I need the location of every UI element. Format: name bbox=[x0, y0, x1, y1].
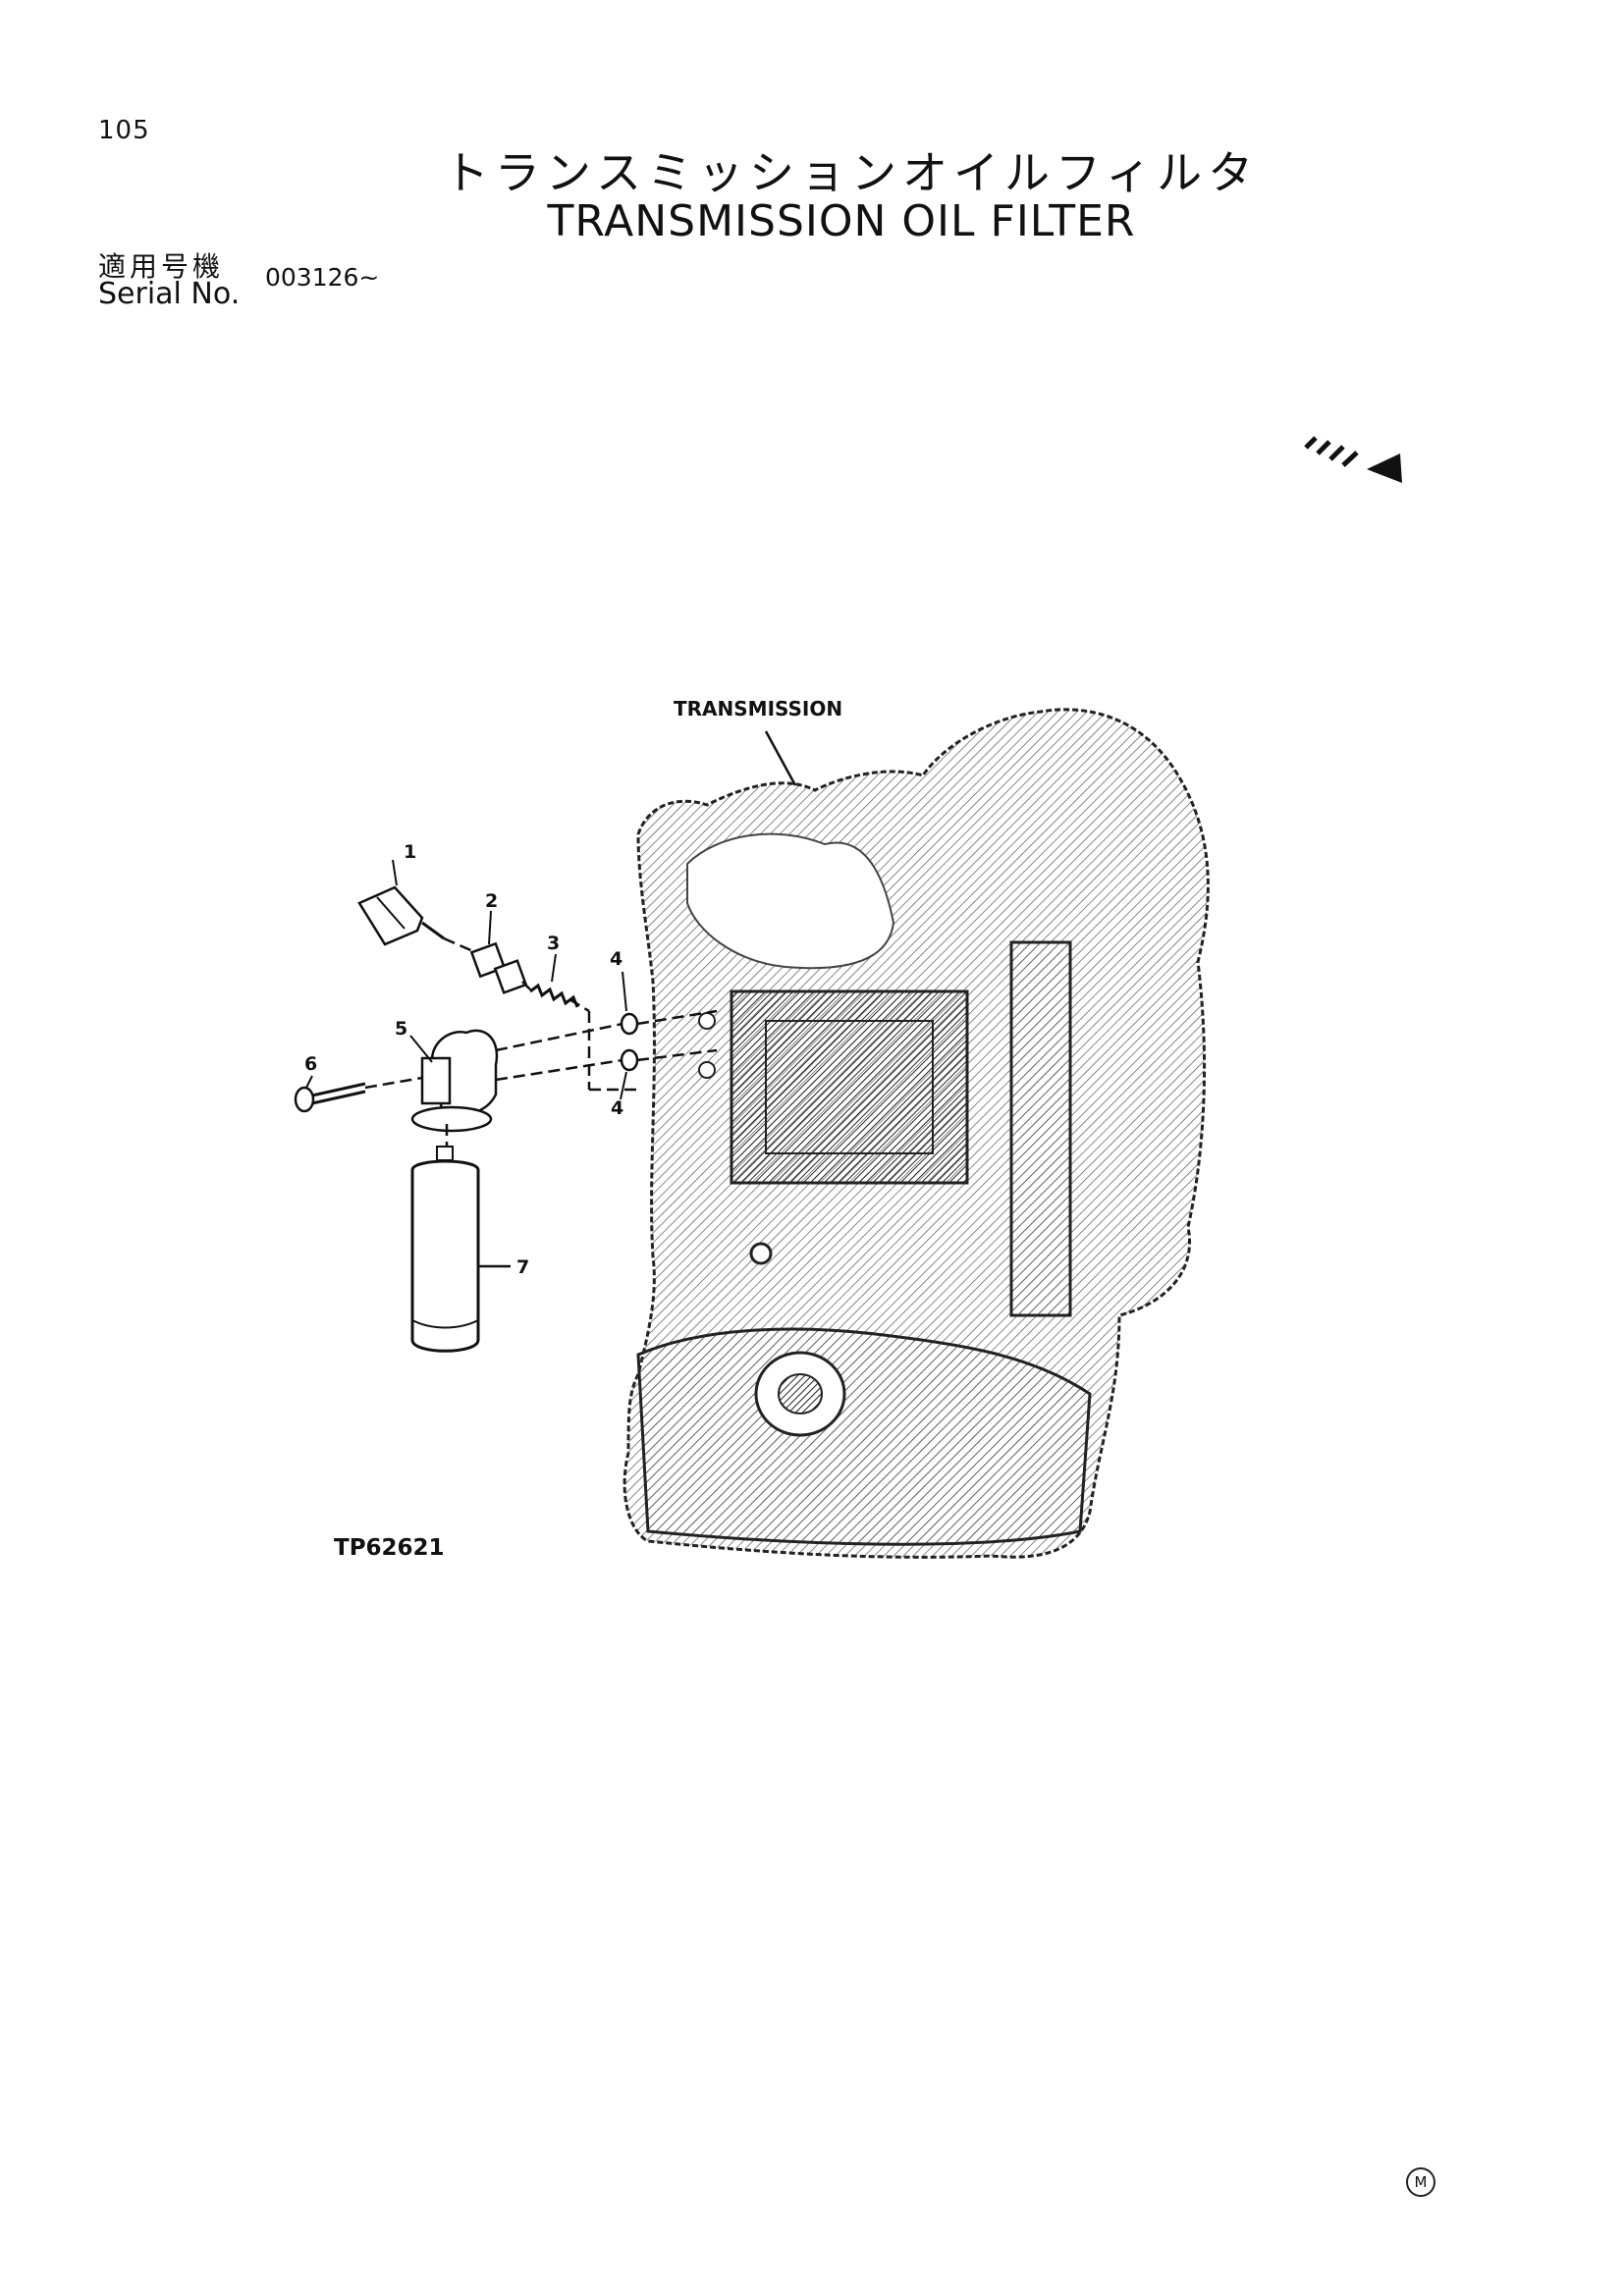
callout-5: 5 bbox=[395, 1018, 407, 1040]
callout-4-upper: 4 bbox=[610, 948, 623, 970]
transmission-label: TRANSMISSION bbox=[674, 697, 842, 721]
serial-value: 003126~ bbox=[265, 263, 380, 292]
serial-label-english: Serial No. bbox=[98, 277, 241, 311]
direction-arrow-icon bbox=[1304, 436, 1402, 483]
callout-3: 3 bbox=[547, 933, 560, 954]
part-5-filter-head bbox=[409, 1029, 499, 1133]
page-title-english: TRANSMISSION OIL FILTER bbox=[547, 196, 1136, 246]
part-6-bolt bbox=[294, 1075, 366, 1113]
callout-6: 6 bbox=[304, 1053, 317, 1075]
assembly-lines bbox=[364, 936, 718, 1147]
callout-1: 1 bbox=[404, 841, 416, 863]
part-7-filter-element bbox=[410, 1146, 511, 1353]
serial-label-japanese: 適用号機 bbox=[98, 250, 225, 283]
circled-m-mark-icon: M bbox=[1406, 2167, 1435, 2197]
part-2-plug bbox=[469, 910, 528, 994]
part-4-o-rings bbox=[620, 971, 639, 1100]
page-title-japanese: トランスミッションオイルフィルタ bbox=[443, 146, 1260, 199]
callout-4-lower: 4 bbox=[611, 1097, 623, 1119]
page-number: 105 bbox=[98, 116, 150, 145]
diagram-reference-code: TP62621 bbox=[334, 1535, 445, 1561]
callout-2: 2 bbox=[485, 890, 498, 912]
callout-7: 7 bbox=[516, 1256, 529, 1278]
part-1-sensor bbox=[357, 859, 445, 946]
transmission-housing bbox=[623, 708, 1210, 1559]
